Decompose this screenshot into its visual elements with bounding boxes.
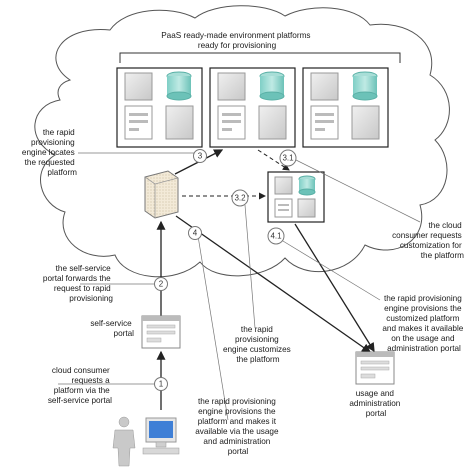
annotation-line: the rapid	[241, 325, 273, 334]
platform-environment-2	[209, 67, 296, 148]
annotation-step-3-2: the rapid provisioning engine customizes…	[223, 325, 293, 364]
annotation-line: platform via the	[54, 386, 110, 395]
annotation-line: requests a	[71, 376, 110, 385]
annotation-line: available via the usage	[195, 427, 279, 436]
annotation-line: and administration	[203, 437, 270, 446]
step-number: 4.1	[270, 232, 282, 241]
step-number: 3.2	[234, 194, 246, 203]
annotation-line: portal	[228, 447, 249, 456]
annotation-step-4-1: the rapid provisioning engine provisions…	[382, 294, 465, 353]
step-marker-3: 3	[193, 149, 207, 163]
annotation-line: the platform	[236, 355, 279, 364]
step-marker-4-1: 4.1	[267, 227, 285, 245]
annotation-line: portal forwards the	[43, 274, 111, 283]
annotation-line: the rapid	[43, 128, 75, 137]
annotation-line: the requested	[25, 158, 76, 167]
usage-admin-portal-window	[355, 351, 395, 385]
flow-line-engine-to-usage-portal	[175, 215, 372, 353]
annotation-line: platform and makes it	[198, 417, 277, 426]
step-marker-1: 1	[154, 377, 168, 391]
step-marker-2: 2	[154, 277, 168, 291]
annotation-line: provisioning	[69, 294, 113, 303]
annotation-line: administration portal	[387, 344, 461, 353]
step-number: 2	[159, 280, 164, 289]
annotation-step-3-1: the cloud consumer requests customizatio…	[392, 221, 464, 260]
usage-admin-portal-label: usage and administration portal	[349, 389, 402, 418]
annotation-line: consumer requests	[392, 231, 462, 240]
annotation-line: engine provisions the	[384, 304, 462, 313]
cloud-title-line: PaaS ready-made environment platforms	[161, 31, 310, 40]
annotation-line: the platform	[421, 251, 464, 260]
annotation-line: provisioning	[235, 335, 279, 344]
annotation-line: provisioning	[31, 138, 75, 147]
annotation-step-1: cloud consumer requests a platform via t…	[48, 366, 112, 405]
annotation-leaders	[58, 152, 421, 421]
rapid-provisioning-engine	[144, 170, 179, 219]
annotation-step-2: the self-service portal forwards the req…	[43, 264, 114, 303]
self-service-portal-window	[141, 315, 181, 349]
label-line: portal	[114, 329, 135, 338]
computer-workstation-icon	[142, 417, 180, 455]
annotation-step-3: the rapid provisioning engine locates th…	[22, 128, 77, 177]
cloud-title-line: ready for provisioning	[198, 41, 277, 50]
label-line: administration	[349, 399, 400, 408]
annotation-line: and makes it available	[382, 324, 463, 333]
customized-platform	[267, 171, 325, 223]
label-line: usage and	[356, 389, 395, 398]
annotation-line: platform	[47, 168, 77, 177]
annotation-line: engine locates	[22, 148, 75, 157]
label-line: self-service	[90, 319, 132, 328]
step-number: 1	[159, 380, 164, 389]
cloud-consumer-person-icon	[112, 416, 136, 467]
annotation-line: on the usage and	[391, 334, 455, 343]
platform-environment-1	[116, 67, 203, 148]
platform-group-bracket	[119, 52, 401, 63]
annotation-line: customization for	[400, 241, 462, 250]
annotation-line: the self-service	[56, 264, 112, 273]
self-service-portal-label: self-service portal	[90, 319, 134, 338]
annotation-step-4: the rapid provisioning engine provisions…	[195, 397, 281, 456]
cloud-title: PaaS ready-made environment platforms re…	[161, 31, 313, 50]
label-line: portal	[366, 409, 387, 418]
annotation-line: engine customizes	[223, 345, 291, 354]
platform-environment-3	[302, 67, 389, 148]
annotation-line: cloud consumer	[52, 366, 110, 375]
annotation-line: the rapid provisioning	[198, 397, 276, 406]
step-number: 3	[198, 152, 203, 161]
annotation-line: engine provisions the	[198, 407, 276, 416]
step-number: 4	[193, 229, 198, 238]
flow-line-customized-to-usage-portal	[294, 223, 375, 353]
annotation-line: self-service portal	[48, 396, 112, 405]
annotation-line: request to rapid	[54, 284, 111, 293]
step-marker-3-2: 3.2	[231, 189, 249, 207]
step-marker-4: 4	[188, 226, 202, 240]
annotation-line: customized platform	[386, 314, 459, 323]
step-marker-3-1: 3.1	[279, 149, 297, 167]
annotation-line: the rapid provisioning	[384, 294, 462, 303]
annotation-line: the cloud	[428, 221, 462, 230]
step-number: 3.1	[282, 154, 294, 163]
flow-line-customization-request-dashed	[257, 149, 290, 171]
